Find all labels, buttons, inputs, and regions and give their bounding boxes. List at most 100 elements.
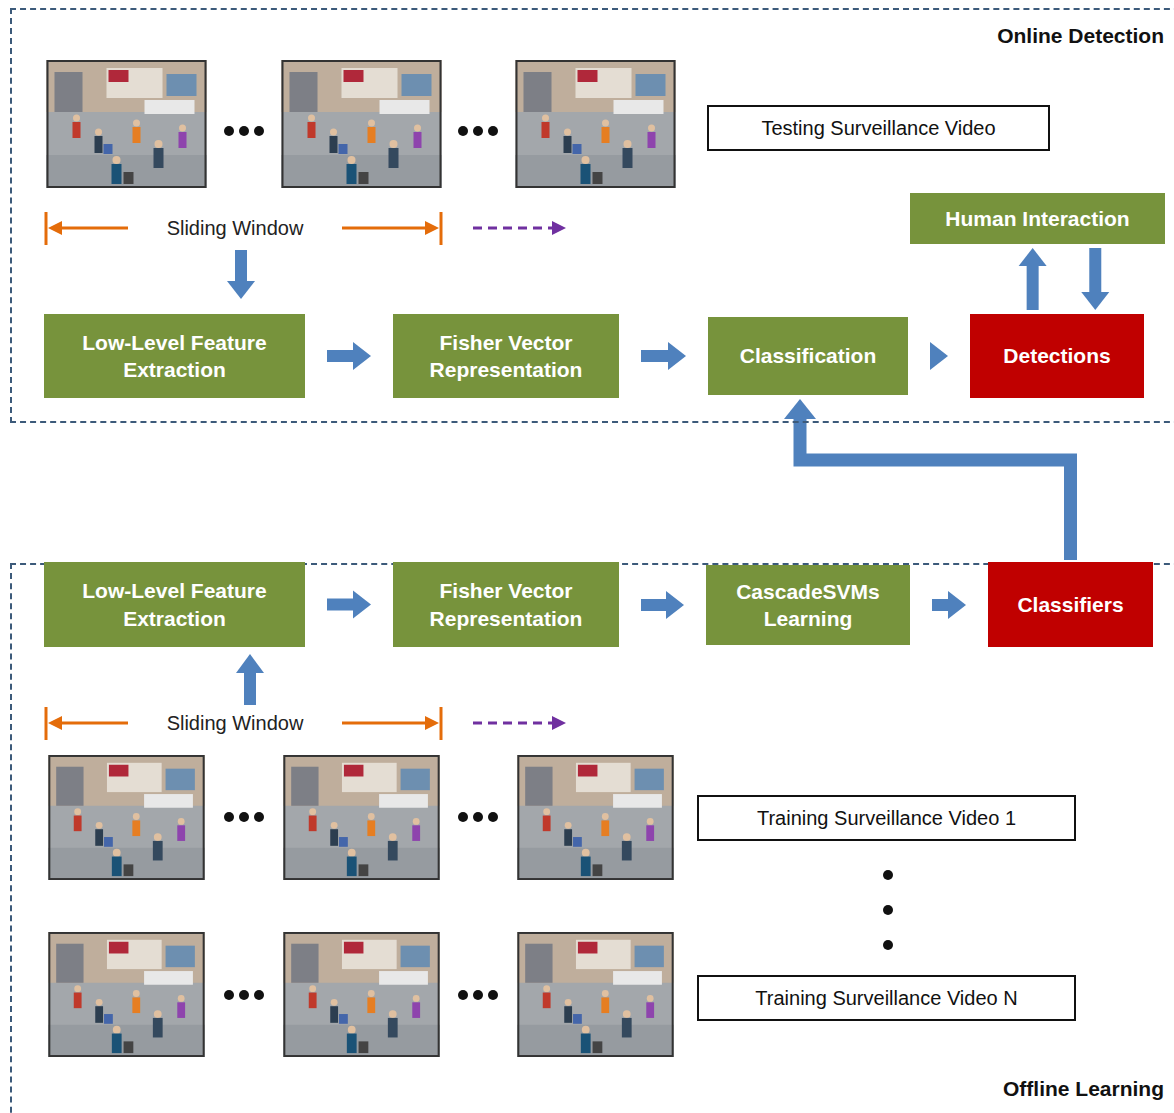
dot bbox=[458, 812, 468, 822]
flow-arrow bbox=[784, 399, 1071, 560]
flow-arrow bbox=[1081, 248, 1109, 310]
box-label: Fisher Vector Representation bbox=[403, 329, 609, 384]
box-label: Low-Level Feature Extraction bbox=[54, 577, 295, 632]
up-arrow bbox=[244, 672, 256, 705]
arrow-head bbox=[353, 342, 371, 370]
sliding-window-bottom bbox=[46, 654, 566, 740]
dot bbox=[883, 905, 893, 915]
process-box: Classification bbox=[708, 317, 908, 395]
video-frame bbox=[283, 932, 439, 1057]
arrow-shaft bbox=[641, 350, 669, 362]
arrow-head bbox=[1019, 248, 1047, 266]
window-arrow bbox=[60, 722, 128, 725]
video-box: Testing Surveillance Video bbox=[707, 105, 1050, 151]
dot bbox=[254, 990, 264, 1000]
arrow-head bbox=[227, 281, 255, 299]
flow-arrow bbox=[327, 342, 371, 370]
box-label: CascadeSVMs Learning bbox=[716, 578, 900, 633]
region-title: Offline Learning bbox=[1003, 1077, 1164, 1101]
box-label: Training Surveillance Video N bbox=[755, 987, 1017, 1010]
dot bbox=[458, 126, 468, 136]
dot bbox=[458, 990, 468, 1000]
window-tick bbox=[45, 212, 48, 245]
box-label: Classifiers bbox=[1017, 591, 1123, 618]
flow-arrow bbox=[641, 591, 684, 619]
video-frame bbox=[283, 755, 439, 880]
arrow-shaft bbox=[641, 599, 667, 611]
dot bbox=[488, 812, 498, 822]
flow-arrow bbox=[930, 342, 948, 370]
dot bbox=[224, 812, 234, 822]
box-label: Fisher Vector Representation bbox=[403, 577, 609, 632]
arrow-shaft bbox=[327, 350, 354, 362]
arrow-head bbox=[784, 399, 816, 419]
box-label: Low-Level Feature Extraction bbox=[54, 329, 295, 384]
region-frame: Online DetectionTesting Surveillance Vid… bbox=[10, 8, 1174, 423]
video-frame bbox=[47, 60, 207, 188]
arrow-shaft bbox=[1027, 265, 1039, 310]
dot bbox=[224, 126, 234, 136]
down-arrow bbox=[235, 250, 247, 282]
dot bbox=[254, 126, 264, 136]
arrow-shaft bbox=[932, 599, 949, 611]
window-tick bbox=[45, 707, 48, 740]
slide-arrow bbox=[473, 722, 552, 725]
dot bbox=[488, 990, 498, 1000]
video-frame bbox=[516, 60, 676, 188]
dot bbox=[473, 990, 483, 1000]
dot bbox=[473, 126, 483, 136]
arrow-head bbox=[668, 342, 686, 370]
dot bbox=[239, 126, 249, 136]
flow-arrow bbox=[641, 342, 686, 370]
dot bbox=[239, 990, 249, 1000]
process-box: Fisher Vector Representation bbox=[393, 314, 619, 398]
dot bbox=[254, 812, 264, 822]
video-box: Training Surveillance Video 1 bbox=[697, 795, 1076, 841]
arrow-head bbox=[236, 654, 264, 673]
output-box: Detections bbox=[970, 314, 1144, 398]
arrow-head bbox=[666, 591, 684, 619]
arrow-head bbox=[425, 221, 439, 235]
arrow-head bbox=[1081, 292, 1109, 310]
arrow-shaft bbox=[800, 418, 1071, 560]
video-frame bbox=[48, 755, 204, 880]
video-frame bbox=[517, 932, 673, 1057]
window-arrow bbox=[342, 722, 427, 725]
video-frame bbox=[517, 755, 673, 880]
arrow-head bbox=[552, 716, 566, 730]
dot bbox=[488, 126, 498, 136]
output-box: Classifiers bbox=[988, 562, 1153, 647]
arrow-head bbox=[353, 591, 371, 619]
video-box: Training Surveillance Video N bbox=[697, 975, 1076, 1021]
video-frame bbox=[282, 60, 442, 188]
process-box: Human Interaction bbox=[910, 193, 1165, 244]
dot bbox=[883, 940, 893, 950]
video-frame bbox=[48, 932, 204, 1057]
flow-arrow bbox=[932, 591, 966, 619]
arrow-shaft bbox=[1089, 248, 1101, 293]
process-box: Low-Level Feature Extraction bbox=[44, 314, 305, 398]
process-box: CascadeSVMs Learning bbox=[706, 565, 910, 645]
window-tick bbox=[440, 212, 443, 245]
arrow-head bbox=[930, 342, 948, 370]
flow-arrow bbox=[1019, 248, 1047, 310]
region-frame: Offline Learning Low-Level Feature Extrac… bbox=[10, 563, 1174, 1113]
flow-arrow bbox=[327, 591, 371, 619]
box-label: Detections bbox=[1003, 342, 1110, 369]
arrow-head bbox=[48, 221, 62, 235]
window-arrow bbox=[342, 227, 427, 230]
box-label: Testing Surveillance Video bbox=[761, 117, 995, 140]
box-label: Classification bbox=[740, 342, 877, 369]
process-box: Fisher Vector Representation bbox=[393, 562, 619, 647]
region-title: Online Detection bbox=[997, 24, 1164, 48]
arrow-head bbox=[425, 716, 439, 730]
process-box: Low-Level Feature Extraction bbox=[44, 562, 305, 647]
dot bbox=[224, 990, 234, 1000]
window-label: Sliding Window bbox=[161, 217, 310, 240]
arrow-head bbox=[948, 591, 966, 619]
window-label: Sliding Window bbox=[161, 712, 310, 735]
window-tick bbox=[440, 707, 443, 740]
box-label: Training Surveillance Video 1 bbox=[757, 807, 1016, 830]
dot bbox=[473, 812, 483, 822]
